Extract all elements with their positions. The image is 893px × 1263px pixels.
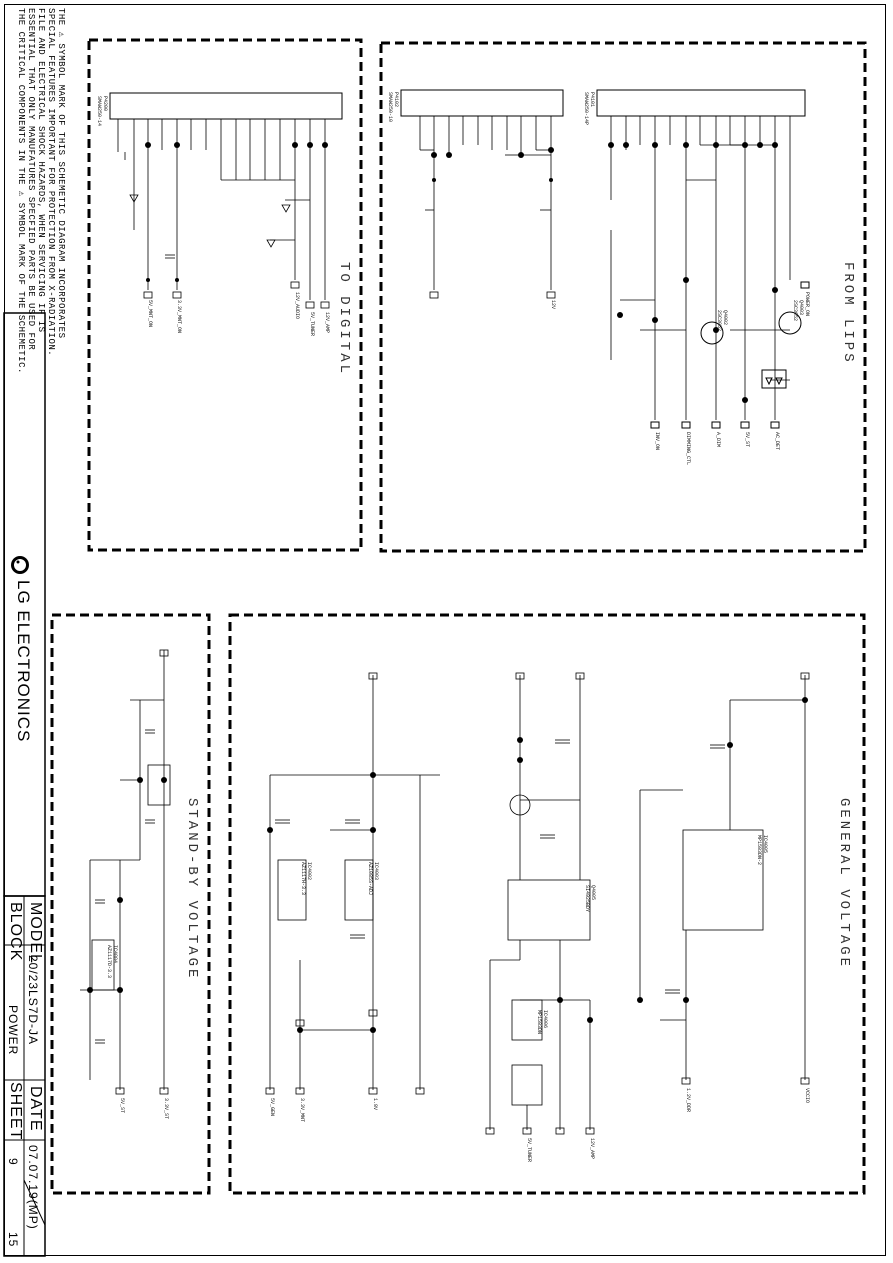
net-label: 12V_AMP — [324, 312, 330, 334]
net-label: 5V_TUNER — [526, 1138, 532, 1163]
tb-date-label: DATE — [27, 1086, 44, 1132]
section-title-from-lips: FROM LIPS — [840, 262, 856, 365]
net-label: 1.8V — [372, 1098, 378, 1111]
net-label: A_DIM — [715, 432, 721, 448]
net-label: DIMMING_CTL — [685, 432, 691, 466]
net-label: 12V_AMP — [589, 1138, 595, 1160]
connector-label-p4101: P4101 SMAW250-14P — [583, 92, 595, 126]
component-label: Q4005 SI4925BDY — [584, 885, 596, 913]
standby-box — [50, 613, 211, 1195]
section-title-standby: STAND-BY VOLTAGE — [184, 798, 200, 981]
q4005-box — [507, 879, 591, 941]
to-digital-box — [87, 38, 363, 552]
section-title-general: GENERAL VOLTAGE — [836, 798, 852, 970]
tb-block-label: BLOCK — [7, 902, 24, 962]
net-label: 12V_AUDIO — [294, 292, 300, 320]
net-label: 5V_ST — [119, 1098, 125, 1114]
connector-p4101 — [596, 89, 810, 429]
tb-date-value: 07.07.19(MP) — [26, 1145, 40, 1230]
net-label: AC_DET — [774, 432, 780, 451]
net-label: 5V_MNT_ON — [147, 300, 153, 328]
q4003-transistor — [778, 311, 802, 335]
ic4005-box — [682, 829, 764, 931]
connector-p4102 — [400, 89, 564, 299]
net-label: 3.3V_ST — [163, 1098, 169, 1120]
net-label: 3.3V_MNT — [299, 1098, 305, 1123]
net-label: 12V — [550, 300, 556, 310]
component-label: IC4005 MP1583DN-2 — [756, 835, 768, 866]
q4002-transistor — [700, 321, 724, 345]
component-label: IC4003 AZ1085S-ADJ — [367, 862, 379, 896]
component-label: IC4002 AZ1117H-3.3 — [300, 862, 312, 896]
connector-label-p4200: P4200 SMAW250-14 — [96, 96, 108, 127]
general-circuit — [265, 672, 810, 1135]
connector-label-p4102: P4102 SMAW250-10 — [387, 92, 399, 123]
brand-name: LG ELECTRONICS — [14, 580, 33, 743]
component-label: Q4002 2SC3052 — [716, 310, 728, 332]
component-label: Q4003 2SC3052 — [792, 300, 804, 322]
net-label: 1.2V_DDR — [685, 1088, 691, 1113]
net-label: POWER_ON — [804, 292, 810, 317]
section-title-to-digital: TO DIGITAL — [336, 262, 352, 377]
net-label: 5V_TUNER — [309, 312, 315, 337]
net-label: 3.3V_MNT_ON — [176, 300, 182, 334]
general-box — [228, 613, 866, 1195]
tb-model-value: 20/23LS7D-JA — [26, 955, 40, 1046]
net-label: 5V_GEN — [269, 1098, 275, 1117]
net-label: INV_ON — [654, 432, 660, 451]
ic4006-box — [511, 999, 543, 1041]
q4004-transistor — [509, 794, 531, 816]
connector-p4200 — [109, 92, 343, 309]
net-label: 5V_ST — [744, 432, 750, 448]
ic4003-box — [344, 859, 374, 921]
tb-sheet-label: SHEET — [7, 1082, 24, 1141]
component-label: IC4006 MP1583DN — [536, 1010, 548, 1035]
component-label: IC4004 AZ1117D-3.3 — [106, 945, 118, 979]
tb-block-value: POWER — [6, 1005, 20, 1056]
net-label: VCCIO — [804, 1088, 810, 1104]
ic4002-box — [277, 859, 307, 921]
tb-sheet-num: 9 — [6, 1158, 20, 1166]
standby-circuit — [80, 649, 171, 1095]
from-lips-box — [379, 41, 867, 553]
tb-sheet-total: 15 — [6, 1232, 20, 1248]
